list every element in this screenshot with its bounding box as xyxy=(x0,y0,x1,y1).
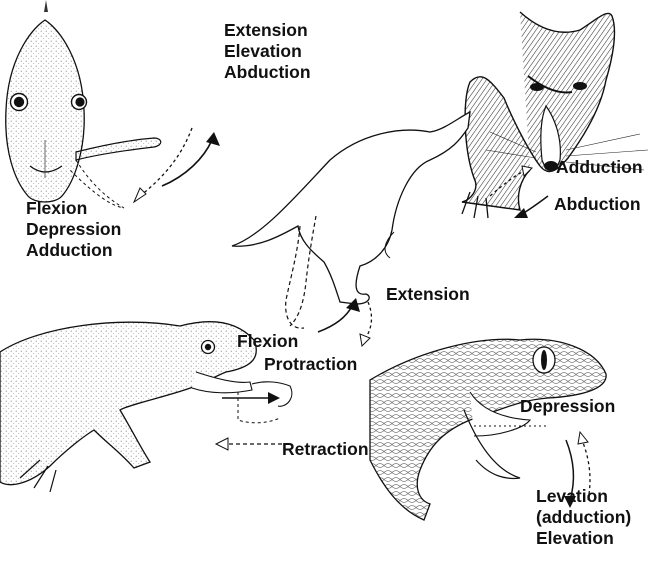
fish-flexion-labels: Flexion Depression Adduction xyxy=(26,198,121,261)
fish-illustration xyxy=(6,0,161,208)
label-flexion: Flexion xyxy=(26,198,121,219)
label-adduction-paren: (adduction) xyxy=(536,507,631,528)
label-levation: Levation xyxy=(536,486,631,507)
snake-levation-labels: Levation (adduction) Elevation xyxy=(536,486,631,549)
label-depression: Depression xyxy=(26,219,121,240)
snake-depression-label: Depression xyxy=(520,396,615,417)
dino-flexion-label: Flexion xyxy=(237,331,298,352)
dino-protraction-label: Protraction xyxy=(264,354,357,375)
opossum-illustration xyxy=(462,12,648,218)
lizard-retraction-arrow xyxy=(216,438,282,450)
label-extension: Extension xyxy=(224,20,311,41)
opossum-abduction-label: Abduction xyxy=(554,194,641,215)
dino-flexion-arrow xyxy=(318,298,360,332)
label-elevation-snake: Elevation xyxy=(536,528,631,549)
dino-extension-arrow xyxy=(360,302,371,346)
opossum-adduction-label: Adduction xyxy=(556,157,643,178)
dino-extension-label: Extension xyxy=(386,284,470,305)
label-elevation: Elevation xyxy=(224,41,311,62)
lizard-protraction-arrow xyxy=(222,392,280,404)
fish-extension-labels: Extension Elevation Abduction xyxy=(224,20,311,83)
fish-extension-arrow xyxy=(162,132,220,186)
lizard-retraction-label: Retraction xyxy=(282,439,369,460)
label-abduction: Abduction xyxy=(224,62,311,83)
label-adduction: Adduction xyxy=(26,240,121,261)
